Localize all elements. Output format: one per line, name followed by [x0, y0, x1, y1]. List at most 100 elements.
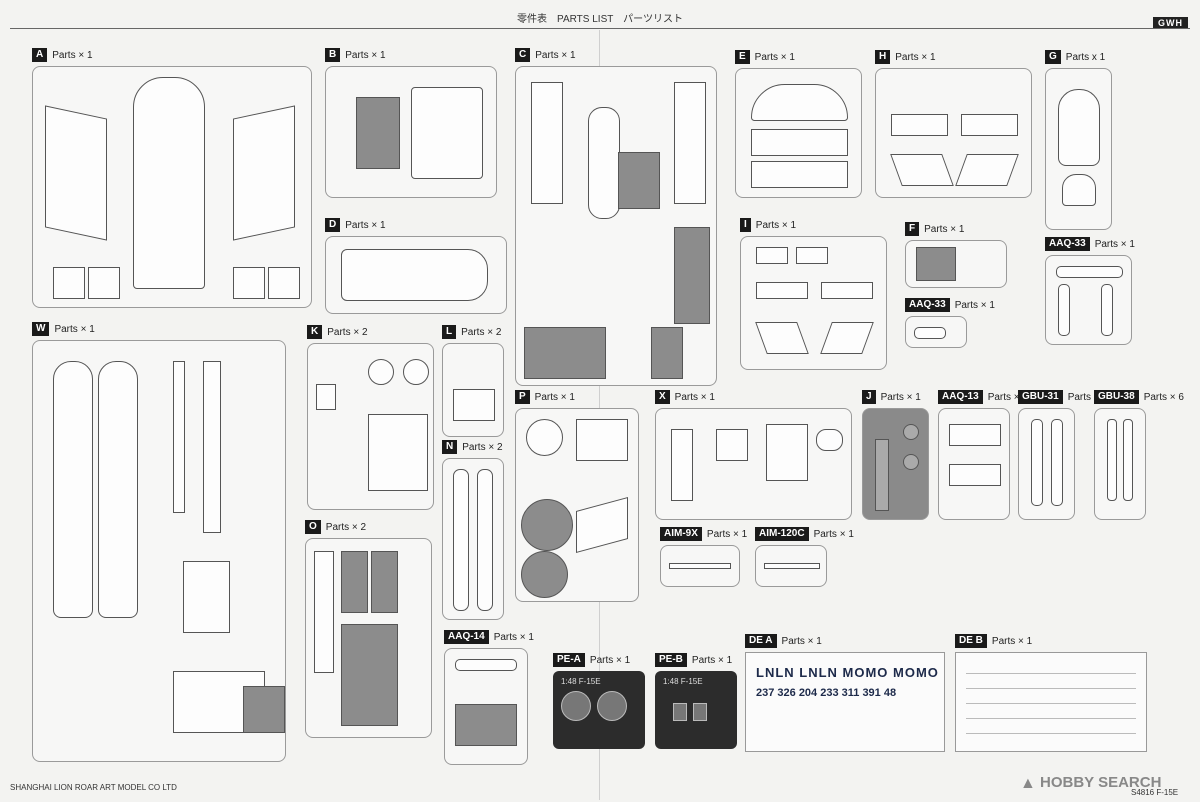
- panel-letter: X: [655, 390, 670, 404]
- bomb-half-part: [1031, 419, 1043, 506]
- tray-part: [961, 114, 1018, 136]
- tire-part: [521, 499, 573, 551]
- sprue-frame: [875, 68, 1032, 198]
- decal-serials: 237 326 204 233 311 391 48: [756, 687, 897, 699]
- door-part: [576, 497, 628, 553]
- pod-part: [949, 424, 1001, 446]
- decal-sheet: LNLN LNLN MOMO MOMO 237 326 204 233 311 …: [745, 652, 945, 752]
- panel-qty: Parts × 1: [493, 631, 534, 643]
- sprue-frame: [905, 240, 1007, 288]
- gear-part: [766, 424, 808, 481]
- panel-letter: GBU-38: [1094, 390, 1139, 404]
- canopy-part: [1058, 89, 1100, 166]
- stencil-row: [966, 733, 1136, 734]
- fin-part: [955, 154, 1019, 186]
- panel-qty: Parts × 1: [674, 391, 715, 403]
- dark-part: [651, 327, 683, 379]
- dark-part: [243, 686, 285, 733]
- panel-qty: Parts × 2: [462, 441, 503, 453]
- dark-part: [341, 624, 398, 726]
- panel-qty: Parts × 1: [895, 51, 936, 63]
- fin-part: [751, 84, 848, 121]
- panel-qty: Parts × 1: [345, 49, 386, 61]
- fin-part: [890, 154, 954, 186]
- panel-letter: K: [307, 325, 323, 339]
- sprue-frame: [515, 408, 639, 602]
- panel-qty: Parts × 1: [924, 223, 965, 235]
- sprue-frame: [442, 343, 504, 437]
- rail-part: [203, 361, 221, 533]
- sprue-frame: [325, 236, 507, 314]
- dark-part: [371, 551, 398, 613]
- tire-part: [521, 551, 568, 598]
- sprue-frame: [515, 66, 717, 386]
- fuselage-half-part: [98, 361, 138, 618]
- tray-part: [796, 247, 828, 264]
- panel-letter: PE-B: [655, 653, 687, 667]
- panel-qty: Parts × 1: [991, 635, 1033, 647]
- mirror-part: [693, 703, 707, 721]
- panel-letter: I: [740, 218, 751, 232]
- dark-part: [916, 247, 956, 281]
- panel-letter: F: [905, 222, 920, 236]
- panel-qty: Parts × 1: [813, 528, 854, 540]
- panel-qty: Parts × 2: [325, 521, 367, 533]
- panel-letter: AAQ-14: [444, 630, 489, 644]
- page-title: 零件表 PARTS LIST パーツリスト: [517, 14, 683, 25]
- brand-logo: GWH: [1153, 17, 1188, 29]
- panel-letter: AAQ-13: [938, 390, 983, 404]
- lens-part: [914, 327, 946, 339]
- dark-part: [341, 551, 368, 613]
- wheel-part: [403, 359, 429, 385]
- wing-part: [233, 105, 295, 241]
- windscreen-part: [1062, 174, 1096, 206]
- panel-letter: G: [1045, 50, 1061, 64]
- cockpit-tub-part: [588, 107, 620, 219]
- fin-part: [755, 322, 809, 354]
- panel-letter: AIM-120C: [755, 527, 809, 541]
- fin-part: [820, 322, 874, 354]
- seat-part: [453, 389, 495, 421]
- watermark: HOBBY SEARCH: [1040, 774, 1162, 791]
- panel-qty: Parts × 1: [781, 635, 822, 647]
- canopy-frame-part: [411, 87, 483, 179]
- tank-half-part: [477, 469, 493, 611]
- intake-part: [674, 82, 706, 204]
- decal-sheet: [955, 652, 1147, 752]
- sprue-frame: [305, 538, 432, 738]
- panel-qty: Parts × 1: [534, 391, 575, 403]
- sprue-frame: [1045, 255, 1132, 345]
- panel-letter: PE-A: [553, 653, 585, 667]
- panel-qty: Parts × 1: [706, 528, 748, 540]
- panel-letter: P: [515, 390, 530, 404]
- sprue-frame: [862, 408, 929, 520]
- rod-part: [173, 361, 185, 513]
- disc-part: [903, 424, 919, 440]
- gear-bay-part: [183, 561, 230, 633]
- fuselage-half-part: [53, 361, 93, 618]
- panel-qty: Parts × 1: [987, 391, 1028, 403]
- panel-part: [233, 267, 265, 299]
- sprue-frame: [938, 408, 1010, 520]
- tray-part: [821, 282, 873, 299]
- panel-part: [53, 267, 85, 299]
- strut-part: [671, 429, 693, 501]
- decal-tailcodes: LNLN LNLN MOMO MOMO: [756, 665, 939, 680]
- panel-qty: Parts × 1: [754, 51, 795, 63]
- panel-letter: AIM-9X: [660, 527, 702, 541]
- panel-letter: AAQ-33: [1045, 237, 1090, 251]
- dark-part: [524, 327, 606, 379]
- photo-etch-sheet: 1:48 F-15E: [553, 671, 645, 749]
- panel-letter: E: [735, 50, 750, 64]
- instrument-panel-part: [597, 691, 627, 721]
- grid-part: [316, 384, 336, 410]
- pylon-part: [314, 551, 334, 673]
- panel-qty: Parts × 1: [1094, 238, 1135, 250]
- pod-part: [455, 659, 517, 671]
- bar-part: [875, 439, 889, 511]
- panel-letter: GBU-31: [1018, 390, 1063, 404]
- sprue-frame: [444, 648, 528, 765]
- panel-qty: Parts × 6: [1143, 391, 1184, 403]
- pe-label: 1:48 F-15E: [561, 677, 601, 686]
